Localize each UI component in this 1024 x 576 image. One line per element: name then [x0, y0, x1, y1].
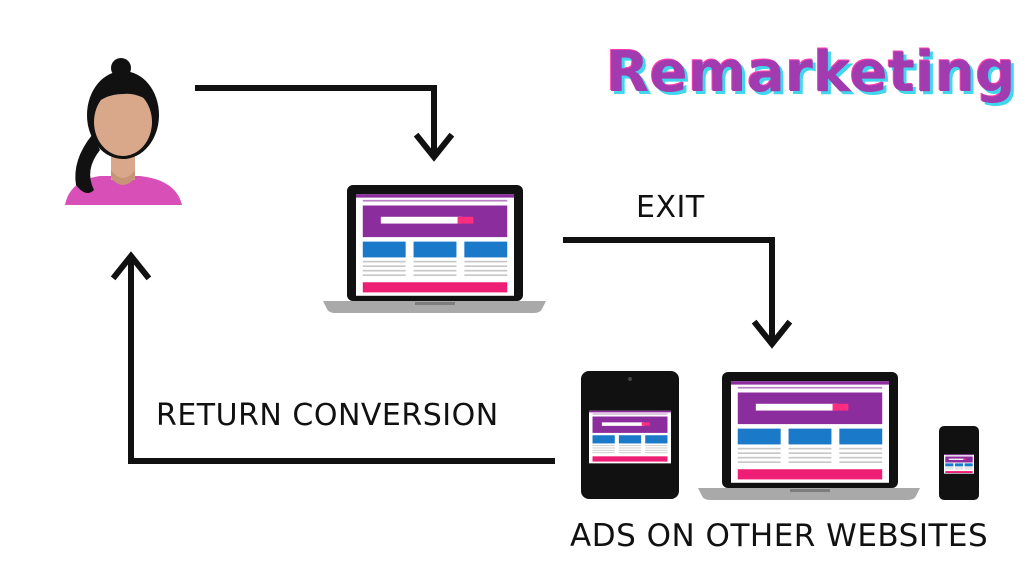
diagram-title: Remarketing [606, 40, 1016, 105]
arrow-exit [563, 237, 793, 349]
laptop-icon [323, 185, 546, 313]
ads-on-other-websites-label: ADS ON OTHER WEBSITES [570, 518, 989, 554]
arrow-return-conversion [110, 251, 555, 464]
phone-icon [939, 426, 979, 500]
person-icon [65, 58, 182, 205]
return-conversion-label: RETURN CONVERSION [156, 398, 499, 433]
laptop-icon [698, 372, 920, 500]
exit-label: EXIT [636, 190, 705, 225]
tablet-icon [581, 371, 679, 499]
arrow-to-website [195, 85, 455, 162]
